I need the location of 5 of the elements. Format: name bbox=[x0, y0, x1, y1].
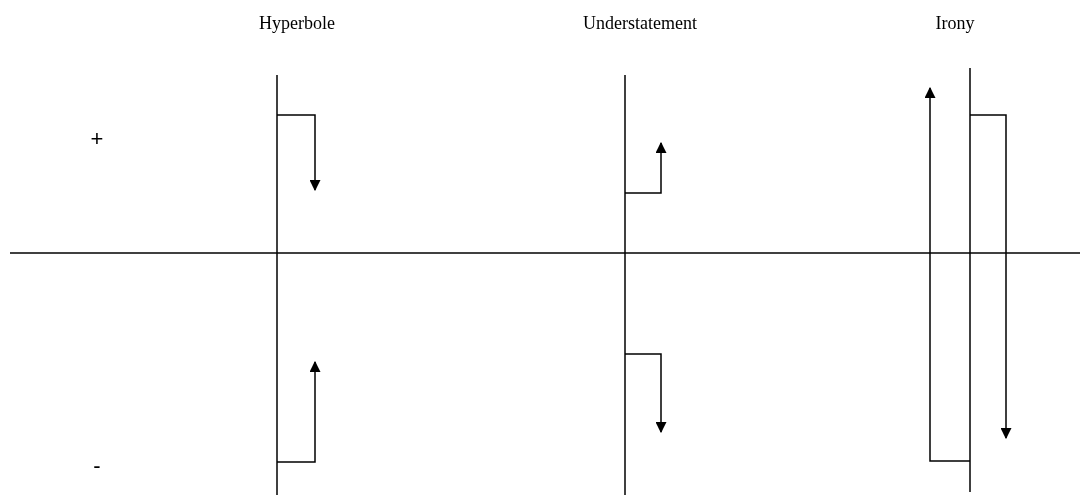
axis-title: Hyperbole bbox=[259, 12, 335, 34]
axis-title: Irony bbox=[935, 12, 975, 34]
sign-label: + bbox=[90, 126, 104, 152]
axis-title: Understatement bbox=[583, 12, 697, 34]
sign-label: - bbox=[93, 453, 101, 479]
